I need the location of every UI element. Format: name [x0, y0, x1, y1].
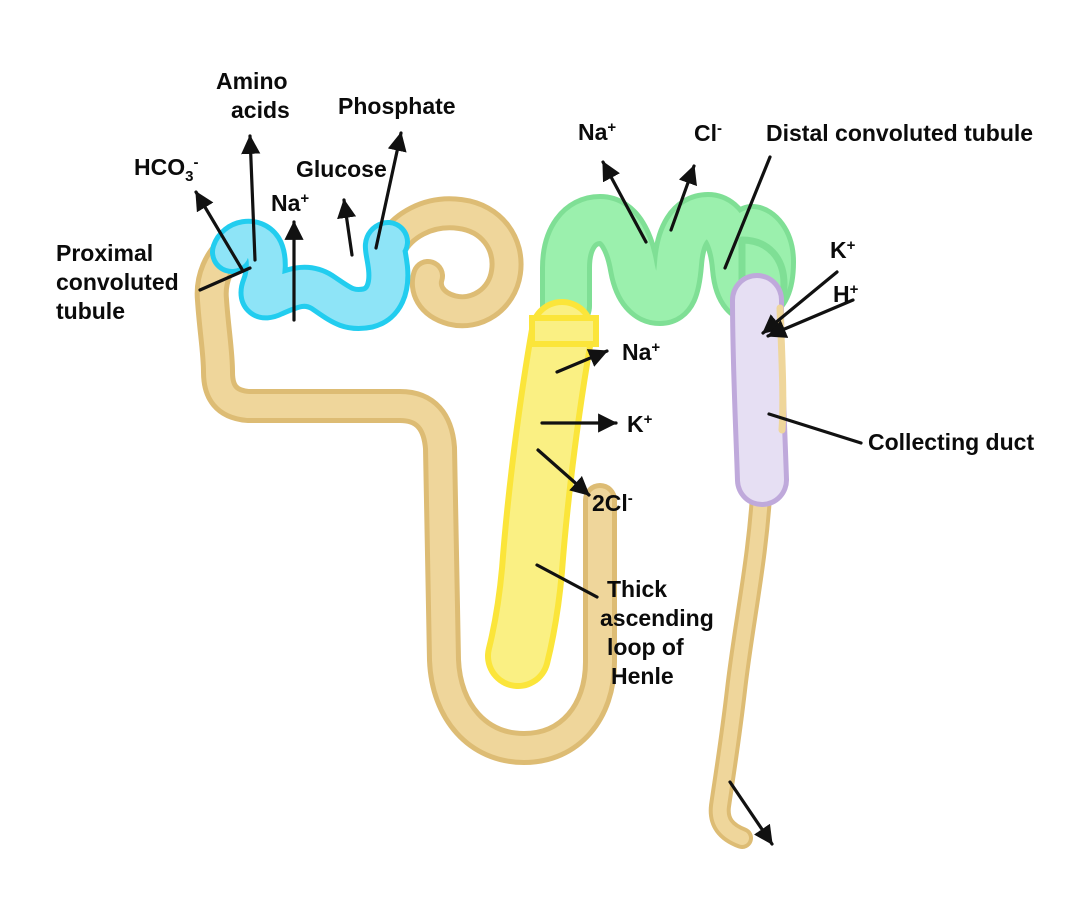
leader-distal-convoluted-tubule	[723, 155, 772, 270]
pct-leaders-group	[194, 131, 407, 322]
arrow-2cl-henle	[536, 448, 591, 497]
label-proximal-convoluted-tubule-line3: tubule	[56, 298, 125, 324]
arrow-na-henle	[555, 349, 609, 374]
label-proximal-convoluted-tubule-line2: convoluted	[56, 269, 179, 295]
label-k-duct: K+	[830, 237, 856, 263]
arrow-amino-acids	[241, 134, 261, 262]
label-hco3: HCO3-	[134, 154, 198, 185]
collecting-duct-leaders-group	[728, 270, 863, 846]
proximal-convoluted-tubule-shape[interactable]	[210, 218, 411, 331]
arrow-na-dct-line	[601, 160, 648, 244]
label-phosphate: Phosphate	[338, 93, 456, 119]
renal-tubule-group	[194, 196, 773, 849]
label-thick-ascending-loop-line4: Henle	[611, 663, 674, 689]
tubule-right-hook-inner	[376, 201, 519, 324]
label-amino-acids-line2: acids	[231, 97, 290, 123]
arrow-h-duct	[766, 298, 855, 338]
label-collecting-duct: Collecting duct	[868, 429, 1034, 455]
collecting-duct-inner	[735, 278, 784, 502]
label-proximal-convoluted-tubule-line1: Proximal	[56, 240, 153, 266]
leader-collecting-duct	[767, 412, 863, 445]
label-thick-ascending-loop-line1: Thick	[607, 576, 667, 602]
label-na-henle: Na+	[622, 339, 660, 365]
label-cl-dct: Cl-	[694, 120, 722, 146]
label-2cl-henle: 2Cl-	[592, 490, 633, 516]
label-thick-ascending-loop-line3: loop of	[607, 634, 684, 660]
label-na-pct: Na+	[271, 190, 309, 216]
pct-inner	[215, 223, 406, 326]
arrow-cl-dct	[669, 164, 697, 232]
label-distal-convoluted-tubule: Distal convoluted tubule	[766, 120, 1033, 146]
leader-thick-ascending-loop	[535, 563, 599, 599]
thick-ascending-loop-shape[interactable]	[485, 299, 599, 689]
label-k-henle: K+	[627, 411, 653, 437]
label-h-duct: H+	[833, 281, 859, 307]
arrow-urine-flow	[728, 780, 774, 846]
dct-leaders-group	[601, 155, 772, 270]
henle-inner	[491, 305, 589, 683]
arrow-hco3	[194, 190, 245, 273]
henle-leaders-group	[535, 349, 618, 599]
label-amino-acids-line1: Amino	[216, 68, 288, 94]
label-thick-ascending-loop-line2: ascending	[600, 605, 714, 631]
label-glucose: Glucose	[296, 156, 387, 182]
collecting-duct-tail-inner	[712, 473, 769, 845]
henle-top-cap	[529, 315, 599, 347]
arrow-glucose	[337, 198, 357, 257]
arrow-phosphate	[374, 131, 407, 250]
label-na-dct: Na+	[578, 119, 616, 145]
tubule-main-inner	[199, 234, 612, 760]
collecting-duct-tan-edge	[776, 304, 787, 434]
